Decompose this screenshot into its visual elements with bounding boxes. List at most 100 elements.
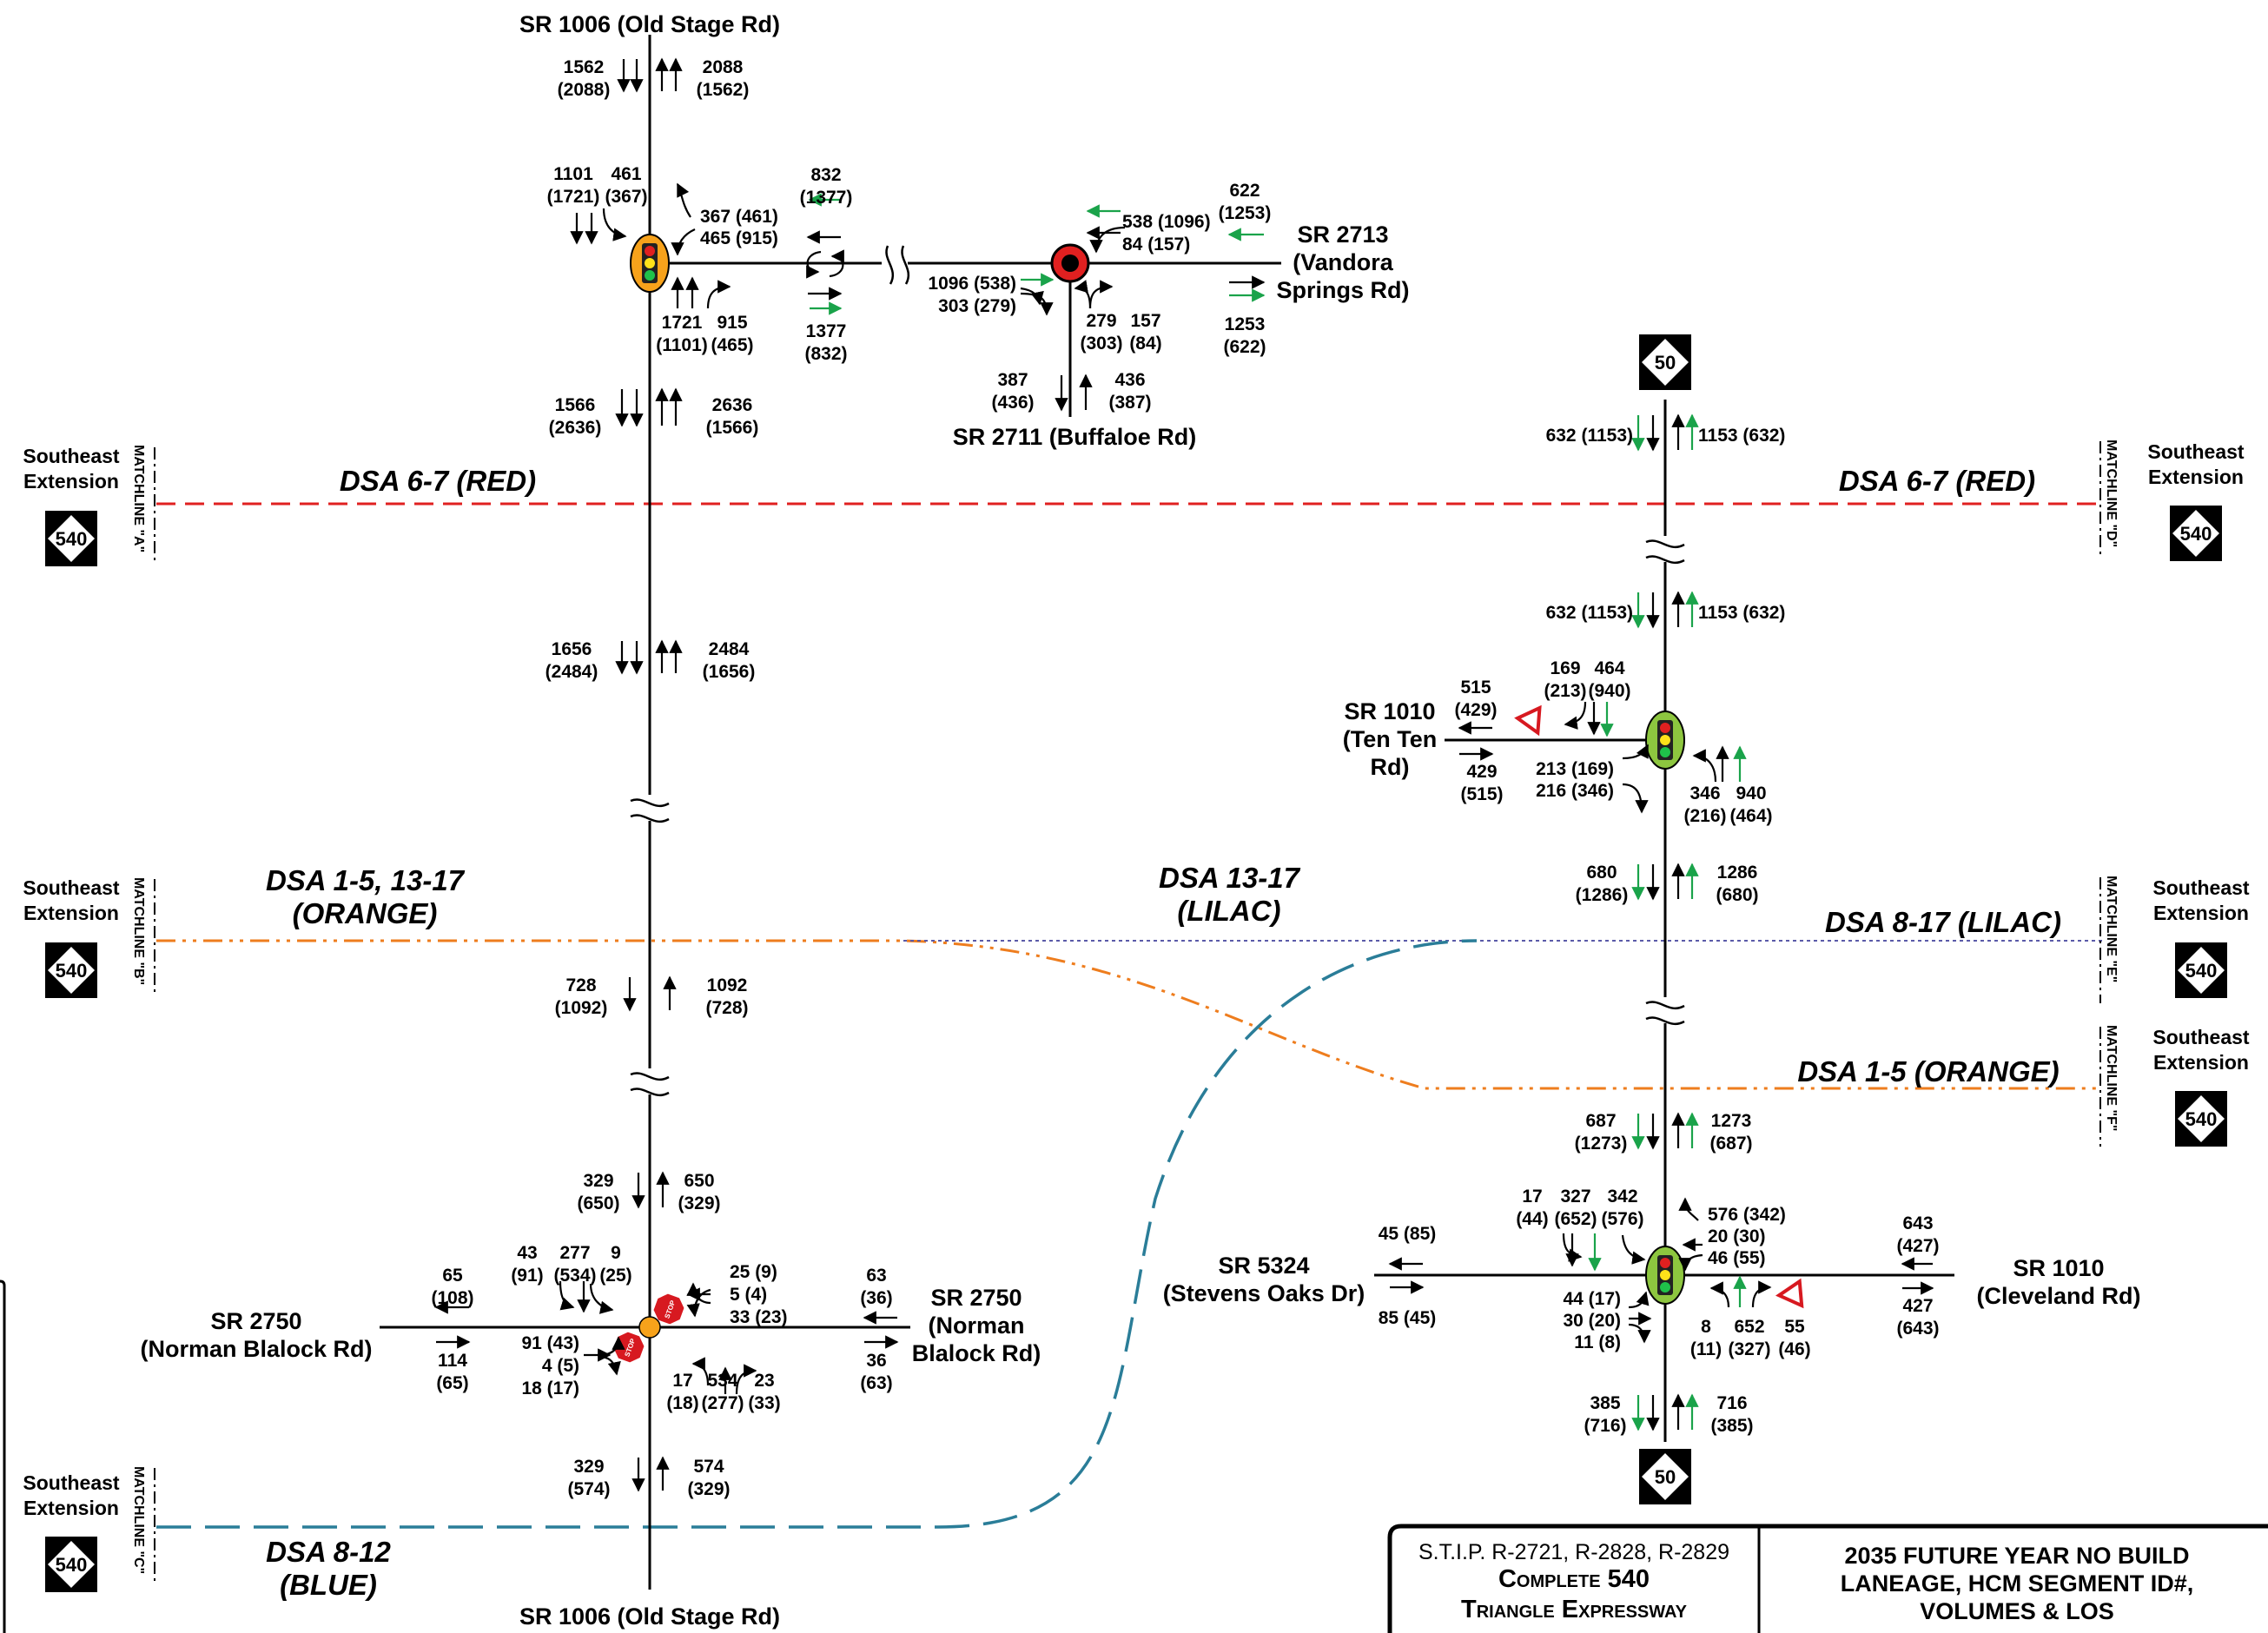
dsa-label-orange-left-2: (ORANGE) xyxy=(293,897,438,929)
volume-label: (387) xyxy=(1108,393,1151,413)
volume-label: 832 xyxy=(810,165,841,185)
volume-label: 44 (17) xyxy=(1563,1289,1621,1309)
volume-label: 84 (157) xyxy=(1122,235,1190,255)
title-right-3: VOLUMES & LOS xyxy=(1920,1598,2114,1624)
volume-label: (65) xyxy=(436,1373,468,1393)
volume-label: (1656) xyxy=(703,662,756,682)
volume-label: 1153 (632) xyxy=(1698,603,1785,623)
se-label: Southeast xyxy=(23,1471,120,1494)
volume-label: 1562 xyxy=(564,57,605,77)
road-label-ten-ten-2: (Ten Ten xyxy=(1343,726,1438,752)
volume-label: 632 (1153) xyxy=(1546,603,1633,623)
volume-label: 915 xyxy=(717,313,747,333)
volume-label: 1273 xyxy=(1711,1111,1752,1131)
arrow-icon xyxy=(1622,744,1649,760)
road-label-stevens-oaks-2: (Stevens Oaks Dr) xyxy=(1163,1280,1365,1306)
road-label-vandora-2: (Vandora xyxy=(1293,249,1394,275)
matchline-e: MATCHLINE "E" Southeast Extension xyxy=(2099,876,2250,1003)
i540-shield-icon: 540 xyxy=(45,511,97,566)
arrow-icon xyxy=(1074,280,1092,309)
volume-label: 1101 xyxy=(553,164,593,184)
arrow-icon xyxy=(677,182,691,218)
volume-label: 2636 xyxy=(712,395,753,415)
break-symbol xyxy=(1645,536,1685,565)
shield-label: 50 xyxy=(1655,1466,1676,1488)
yield-sign-icon xyxy=(1514,704,1542,737)
matchline-label: MATCHLINE "C" xyxy=(131,1466,146,1574)
road-label-vandora-3: Springs Rd) xyxy=(1277,277,1410,303)
volume-label: (385) xyxy=(1710,1416,1753,1436)
volume-label: 329 xyxy=(573,1457,604,1477)
volume-label: (429) xyxy=(1454,700,1497,720)
volume-label: 5 (4) xyxy=(730,1285,767,1305)
volume-label: (643) xyxy=(1896,1319,1939,1339)
road-label-cleveland-1: SR 1010 xyxy=(2013,1255,2104,1281)
volume-label: 43 xyxy=(517,1243,537,1263)
volume-label: 1096 (538) xyxy=(928,274,1016,294)
arrow-icon xyxy=(1692,749,1717,783)
volume-label: 346 xyxy=(1689,783,1720,803)
arrow-icon xyxy=(691,1357,710,1386)
volume-label: (36) xyxy=(860,1288,892,1308)
volume-label: 538 (1096) xyxy=(1122,212,1211,232)
matchline-c: MATCHLINE "C" Southeast Extension xyxy=(23,1466,155,1585)
volume-label: (436) xyxy=(991,393,1034,413)
volume-label: 17 xyxy=(1522,1187,1542,1207)
volume-label: 728 xyxy=(565,975,596,995)
se-label: Southeast xyxy=(2152,1026,2250,1048)
volume-label: (622) xyxy=(1223,337,1266,357)
volume-label: 45 (85) xyxy=(1379,1224,1437,1244)
road-label-stevens-oaks-1: SR 5324 xyxy=(1218,1253,1309,1279)
break-symbol xyxy=(630,1068,670,1097)
volume-label: 652 xyxy=(1734,1317,1764,1337)
i540-shield-icon: 540 xyxy=(45,1537,97,1592)
arrow-icon xyxy=(806,250,822,279)
shield-label: 540 xyxy=(2185,1108,2218,1130)
se-label: Southeast xyxy=(23,445,120,467)
matchline-a: MATCHLINE "A" Southeast Extension xyxy=(23,445,155,563)
volume-label: 23 xyxy=(754,1371,774,1391)
break-symbols xyxy=(630,245,1685,1097)
volume-label: (1566) xyxy=(706,418,759,438)
road-label-ten-ten-1: SR 1010 xyxy=(1344,698,1435,724)
road-label-ten-ten-3: Rd) xyxy=(1371,754,1410,780)
volume-label: (576) xyxy=(1601,1209,1643,1229)
volume-label: 327 xyxy=(1560,1187,1590,1207)
volume-label: 279 xyxy=(1086,311,1116,331)
volume-label: 65 xyxy=(442,1266,463,1286)
shield-label: 540 xyxy=(56,960,88,982)
volume-label: (2484) xyxy=(546,662,598,682)
road-label-vandora-1: SR 2713 xyxy=(1297,221,1388,248)
traffic-signal-icon xyxy=(630,234,670,293)
volume-label: (63) xyxy=(860,1373,892,1393)
volume-label: 213 (169) xyxy=(1536,759,1614,779)
volume-label: 85 (45) xyxy=(1379,1308,1437,1328)
volume-label: 387 xyxy=(997,370,1028,390)
dsa-lines xyxy=(156,502,2102,1529)
volume-label: (91) xyxy=(511,1266,543,1286)
stip-number: S.T.I.P. R-2721, R-2828, R-2829 xyxy=(1418,1540,1729,1564)
se-label: Southeast xyxy=(23,876,120,899)
volume-label: 33 (23) xyxy=(730,1307,788,1327)
arrow-icon xyxy=(598,1355,621,1376)
volume-label: 9 xyxy=(611,1243,621,1263)
movement-arrows xyxy=(434,57,1934,1492)
volume-label: (652) xyxy=(1554,1209,1597,1229)
i540-shield-icon: 540 xyxy=(2170,506,2222,561)
volume-label: (213) xyxy=(1544,681,1586,701)
road-label-old-stage-bottom: SR 1006 (Old Stage Rd) xyxy=(519,1603,780,1630)
arrow-icon xyxy=(829,249,844,278)
us50-shield-icon: 50 xyxy=(1639,334,1691,390)
volume-label: 515 xyxy=(1460,678,1491,697)
arrow-icon xyxy=(1622,783,1649,814)
unsignalized-node-icon xyxy=(638,1316,661,1339)
volume-label: 4 (5) xyxy=(542,1356,579,1376)
volume-label: 1656 xyxy=(552,639,592,659)
volume-label: (84) xyxy=(1129,334,1161,354)
volume-label: (44) xyxy=(1516,1209,1548,1229)
se-label: Extension xyxy=(23,902,119,924)
volume-label: 342 xyxy=(1607,1187,1637,1207)
arrow-icon xyxy=(1628,1291,1650,1309)
arrow-icon xyxy=(1020,287,1044,306)
shield-label: 540 xyxy=(56,528,88,550)
